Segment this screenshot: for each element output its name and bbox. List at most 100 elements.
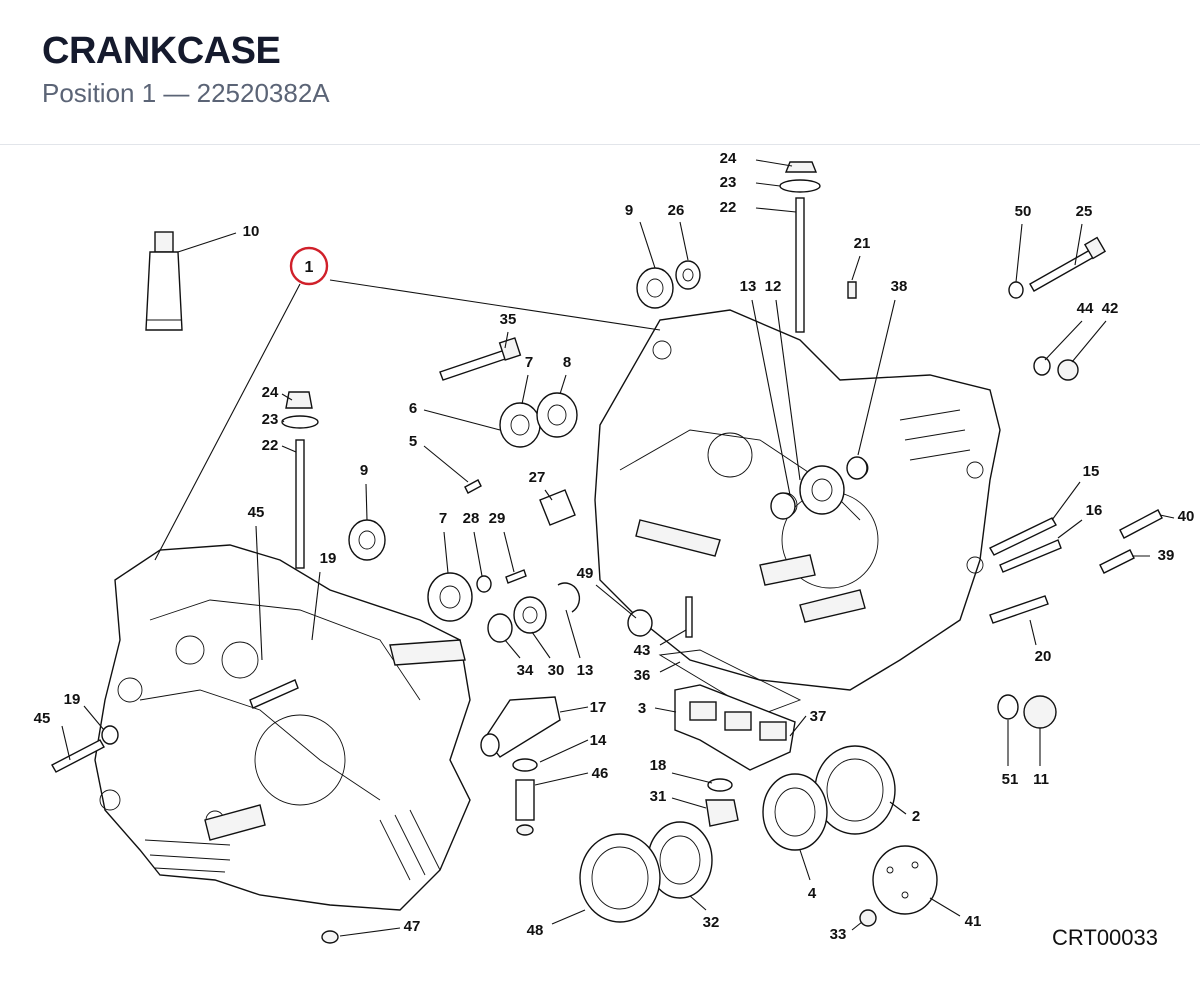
leader-line-30 — [531, 631, 551, 659]
callout-label-6[interactable]: 6 — [409, 400, 417, 417]
callout-label-7[interactable]: 7 — [525, 354, 533, 371]
callout-label-17[interactable]: 17 — [590, 699, 607, 716]
callout-label-8[interactable]: 8 — [563, 354, 571, 371]
callout-label-14[interactable]: 14 — [590, 732, 607, 749]
leader-line-49 — [595, 584, 637, 619]
callout-label-16[interactable]: 16 — [1086, 502, 1103, 519]
callout-label-45[interactable]: 45 — [248, 504, 265, 521]
leader-line-40 — [1159, 514, 1175, 519]
callout-label-49[interactable]: 49 — [577, 565, 594, 582]
stud-assembly-right — [779, 161, 821, 333]
callout-label-39[interactable]: 39 — [1158, 547, 1175, 564]
main-bearings — [579, 745, 896, 923]
leader-line-41 — [929, 897, 961, 917]
drawing-code: CRT00033 — [1052, 925, 1158, 950]
callout-label-21[interactable]: 21 — [854, 235, 871, 252]
leader-line-45 — [61, 725, 71, 761]
callout-label-7[interactable]: 7 — [439, 510, 447, 527]
callout-label-28[interactable]: 28 — [463, 510, 480, 527]
callout-label-34[interactable]: 34 — [517, 662, 534, 679]
leader-line-3 — [654, 707, 677, 713]
leader-line-34 — [504, 639, 521, 659]
leader-line-4 — [799, 849, 811, 881]
callout-label-9[interactable]: 9 — [360, 462, 368, 479]
stud-assembly-left — [281, 391, 319, 569]
bearings — [348, 260, 868, 643]
callout-label-35[interactable]: 35 — [500, 311, 517, 328]
leader-line-43 — [659, 629, 687, 646]
callout-label-46[interactable]: 46 — [592, 765, 609, 782]
leader-line-9 — [639, 221, 656, 269]
callout-label-25[interactable]: 25 — [1076, 203, 1093, 220]
callout-label-40[interactable]: 40 — [1178, 508, 1195, 525]
leader-line-17 — [559, 706, 589, 713]
callout-label-24[interactable]: 24 — [262, 384, 279, 401]
callout-label-20[interactable]: 20 — [1035, 648, 1052, 665]
callout-label-13[interactable]: 13 — [577, 662, 594, 679]
callout-label-51[interactable]: 51 — [1002, 771, 1019, 788]
leader-line-42 — [1071, 320, 1107, 363]
callout-label-37[interactable]: 37 — [810, 708, 827, 725]
callout-label-23[interactable]: 23 — [262, 411, 279, 428]
drain-plug — [705, 778, 739, 827]
right-crankcase-half — [594, 309, 1001, 691]
leader-line-7 — [521, 374, 529, 405]
callout-label-41[interactable]: 41 — [965, 913, 982, 930]
bolts — [51, 236, 1163, 773]
leader-line-28 — [473, 531, 483, 577]
callout-label-38[interactable]: 38 — [891, 278, 908, 295]
callout-label-13[interactable]: 13 — [740, 278, 757, 295]
leader-line-29 — [503, 531, 515, 573]
callout-label-48[interactable]: 48 — [527, 922, 544, 939]
leader-line-21 — [851, 255, 861, 281]
leader-line-22 — [281, 445, 297, 453]
callout-label-36[interactable]: 36 — [634, 667, 651, 684]
leader-line-35 — [504, 331, 509, 349]
callout-label-29[interactable]: 29 — [489, 510, 506, 527]
callout-label-26[interactable]: 26 — [668, 202, 685, 219]
callout-label-31[interactable]: 31 — [650, 788, 667, 805]
leader-line-9 — [365, 483, 368, 521]
callout-label-19[interactable]: 19 — [64, 691, 81, 708]
callout-label-23[interactable]: 23 — [720, 174, 737, 191]
callout-label-30[interactable]: 30 — [548, 662, 565, 679]
left-crankcase-half — [94, 544, 471, 911]
callout-label-22[interactable]: 22 — [720, 199, 737, 216]
leader-line-18 — [671, 772, 713, 784]
leader-line-6 — [423, 409, 501, 431]
callout-label-2[interactable]: 2 — [912, 808, 920, 825]
callout-label-43[interactable]: 43 — [634, 642, 651, 659]
leader-line-32 — [689, 895, 707, 911]
callout-label-11[interactable]: 11 — [1033, 771, 1049, 788]
callout-label-5[interactable]: 5 — [409, 433, 417, 450]
callout-label-10[interactable]: 10 — [243, 223, 260, 240]
callout-label-15[interactable]: 15 — [1083, 463, 1100, 480]
leader-line-37 — [789, 715, 807, 737]
exploded-parts-diagram: 2423229261021502513123844423578242322652… — [34, 150, 1195, 944]
sealant-tube — [145, 231, 183, 331]
callout-label-42[interactable]: 42 — [1102, 300, 1119, 317]
callout-label-27[interactable]: 27 — [529, 469, 546, 486]
callout-label-4[interactable]: 4 — [808, 885, 817, 902]
leader-line-46 — [534, 772, 589, 786]
leader-line-47 — [339, 927, 401, 937]
leader-line-24 — [755, 159, 793, 167]
callout-label-24[interactable]: 24 — [720, 150, 737, 167]
callout-label-50[interactable]: 50 — [1015, 203, 1032, 220]
nut-33 — [859, 909, 877, 927]
callout-label-18[interactable]: 18 — [650, 757, 667, 774]
callout-label-22[interactable]: 22 — [262, 437, 279, 454]
callout-label-9[interactable]: 9 — [625, 202, 633, 219]
callout-label-47[interactable]: 47 — [404, 918, 421, 935]
callout-label-19[interactable]: 19 — [320, 550, 337, 567]
callout-label-32[interactable]: 32 — [703, 914, 720, 931]
leader-line-8 — [559, 374, 567, 395]
callout-label-3[interactable]: 3 — [638, 700, 646, 717]
svg-text:1: 1 — [305, 259, 314, 276]
leader-line-1 — [329, 279, 661, 331]
callout-label-44[interactable]: 44 — [1077, 300, 1094, 317]
page-title: CRANKCASE — [42, 30, 281, 72]
callout-label-45[interactable]: 45 — [34, 710, 51, 727]
callout-label-33[interactable]: 33 — [830, 926, 847, 943]
callout-label-12[interactable]: 12 — [765, 278, 782, 295]
